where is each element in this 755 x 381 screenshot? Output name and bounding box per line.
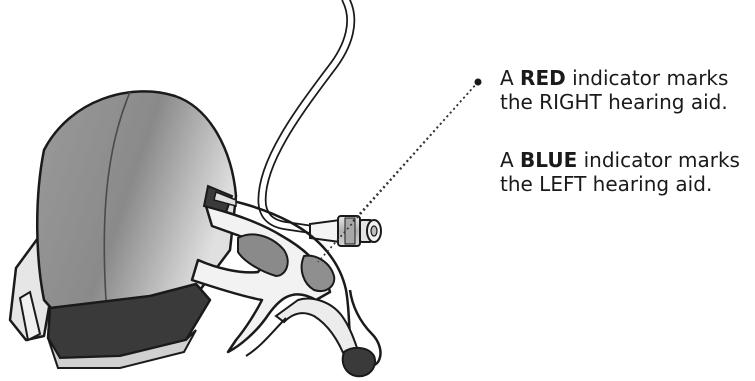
callout-red-suffix: indicator marks	[566, 66, 729, 90]
callout-red-prefix: A	[500, 66, 520, 90]
callout-red-emphasis: RED	[520, 66, 566, 90]
callout-blue-suffix: indicator marks	[577, 148, 740, 172]
hearing-aid-shell	[10, 91, 236, 368]
indicator-marker-plug	[345, 218, 355, 244]
connector-plug	[310, 216, 381, 246]
leader-line-plug	[352, 82, 478, 222]
cable	[262, 0, 351, 230]
callout-blue-indicator: A BLUE indicator marks the LEFT hearing …	[500, 148, 740, 196]
leader-dot	[475, 79, 482, 86]
callout-red-indicator: A RED indicator marks the RIGHT hearing …	[500, 66, 728, 114]
callout-blue-line2: the LEFT hearing aid.	[500, 172, 740, 196]
callout-red-line2: the RIGHT hearing aid.	[500, 90, 728, 114]
callout-blue-prefix: A	[500, 148, 520, 172]
callout-blue-line1: A BLUE indicator marks	[500, 148, 740, 172]
callout-red-line1: A RED indicator marks	[500, 66, 728, 90]
callout-blue-emphasis: BLUE	[520, 148, 577, 172]
ear-hook	[192, 186, 380, 376]
